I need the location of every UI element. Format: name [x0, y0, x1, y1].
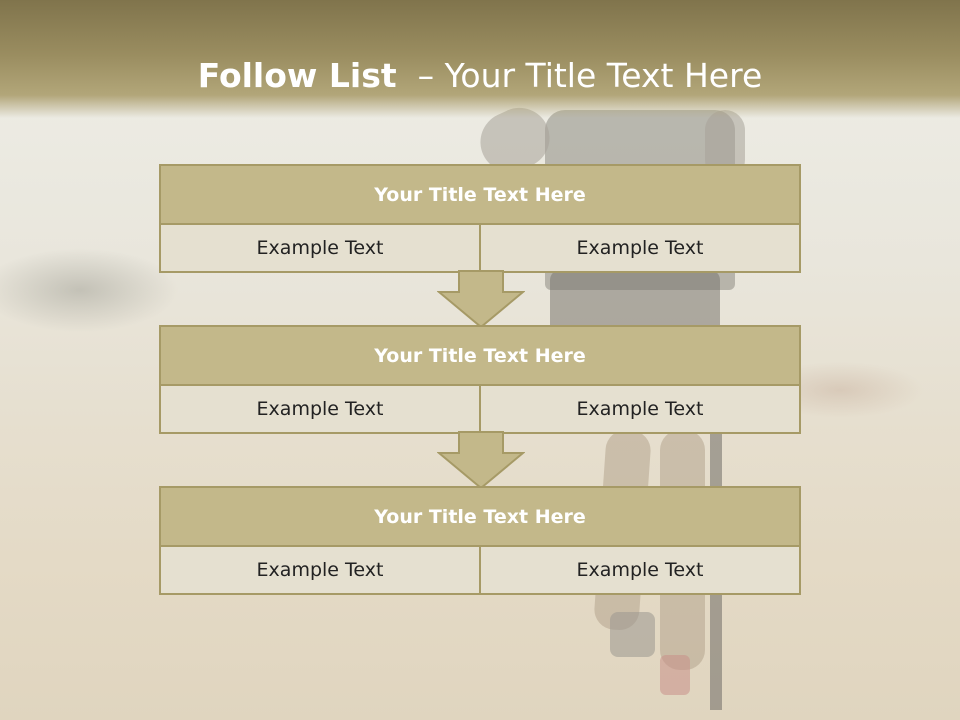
block-cell-left: Example Text: [161, 386, 479, 432]
slide-title-rest: – Your Title Text Here: [396, 56, 763, 95]
block-cell-left: Example Text: [161, 547, 479, 593]
athlete-shoe: [610, 612, 655, 657]
slide-title: Follow List – Your Title Text Here: [0, 56, 960, 96]
block-title: Your Title Text Here: [161, 488, 799, 547]
follow-block-2: Your Title Text Here Example Text Exampl…: [159, 325, 801, 434]
block-cell-right: Example Text: [479, 225, 799, 271]
down-arrow-icon: [437, 431, 525, 489]
athlete-sock: [660, 655, 690, 695]
down-arrow-icon: [437, 270, 525, 328]
header-band: [0, 0, 960, 118]
block-title: Your Title Text Here: [161, 166, 799, 225]
block-cell-right: Example Text: [479, 386, 799, 432]
block-title: Your Title Text Here: [161, 327, 799, 386]
block-cell-left: Example Text: [161, 225, 479, 271]
follow-block-3: Your Title Text Here Example Text Exampl…: [159, 486, 801, 595]
slide-title-bold: Follow List: [197, 56, 397, 95]
follow-block-1: Your Title Text Here Example Text Exampl…: [159, 164, 801, 273]
block-cell-right: Example Text: [479, 547, 799, 593]
block-row: Example Text Example Text: [161, 547, 799, 593]
block-row: Example Text Example Text: [161, 386, 799, 432]
block-row: Example Text Example Text: [161, 225, 799, 271]
